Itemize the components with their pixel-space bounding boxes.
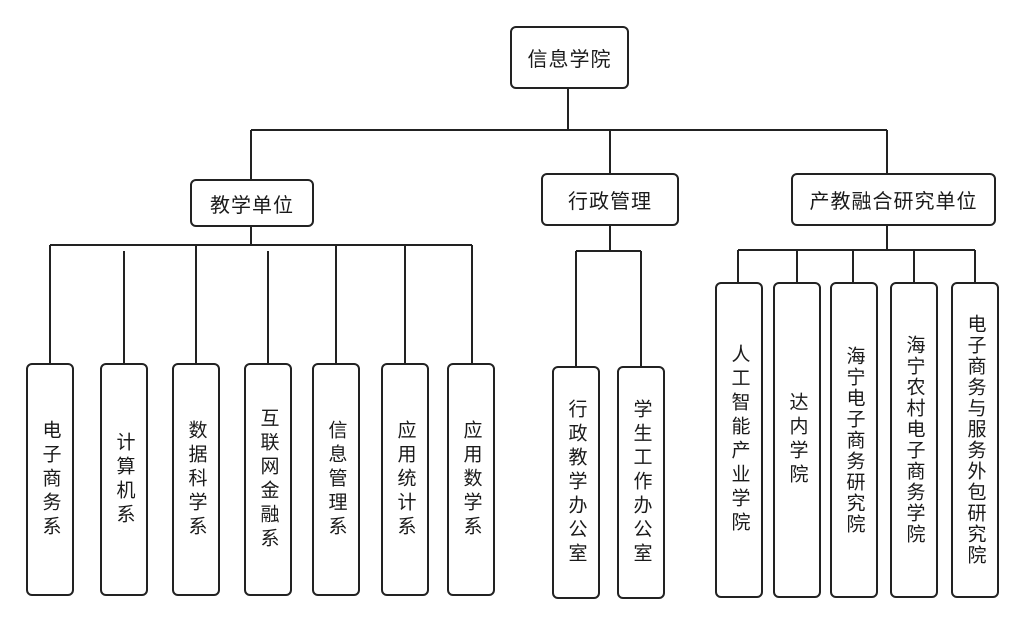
leaf-label: 数据科学系 [185, 419, 208, 540]
leaf-label: 人工智能产业学院 [728, 344, 751, 536]
leaf-node: 应用数学系 [447, 363, 495, 596]
leaf-node: 计算机系 [100, 363, 148, 596]
root-node: 信息学院 [510, 26, 629, 89]
leaf-label: 互联网金融系 [257, 407, 280, 552]
leaf-label: 学生工作办公室 [630, 398, 653, 567]
leaf-label: 应用统计系 [394, 419, 417, 540]
group-node-industry: 产教融合研究单位 [791, 173, 996, 226]
leaf-label: 电子商务系 [39, 419, 62, 540]
leaf-node: 达内学院 [773, 282, 821, 598]
leaf-node: 电子商务与服务外包研究院 [951, 282, 999, 598]
leaf-label: 行政教学办公室 [565, 398, 588, 567]
leaf-node: 数据科学系 [172, 363, 220, 596]
leaf-label: 海宁农村电子商务学院 [903, 335, 926, 545]
leaf-node: 行政教学办公室 [552, 366, 600, 599]
leaf-node: 海宁电子商务研究院 [830, 282, 878, 598]
leaf-label: 计算机系 [113, 431, 136, 528]
leaf-label: 电子商务与服务外包研究院 [964, 314, 987, 566]
leaf-node: 海宁农村电子商务学院 [890, 282, 938, 598]
leaf-label: 信息管理系 [325, 419, 348, 540]
leaf-label: 海宁电子商务研究院 [843, 345, 866, 535]
leaf-node: 人工智能产业学院 [715, 282, 763, 598]
leaf-node: 电子商务系 [26, 363, 74, 596]
group-node-teaching: 教学单位 [190, 179, 314, 227]
leaf-label: 应用数学系 [460, 419, 483, 540]
leaf-node: 学生工作办公室 [617, 366, 665, 599]
leaf-node: 应用统计系 [381, 363, 429, 596]
leaf-label: 达内学院 [786, 392, 809, 488]
group-node-admin: 行政管理 [541, 173, 679, 226]
leaf-node: 信息管理系 [312, 363, 360, 596]
leaf-node: 互联网金融系 [244, 363, 292, 596]
